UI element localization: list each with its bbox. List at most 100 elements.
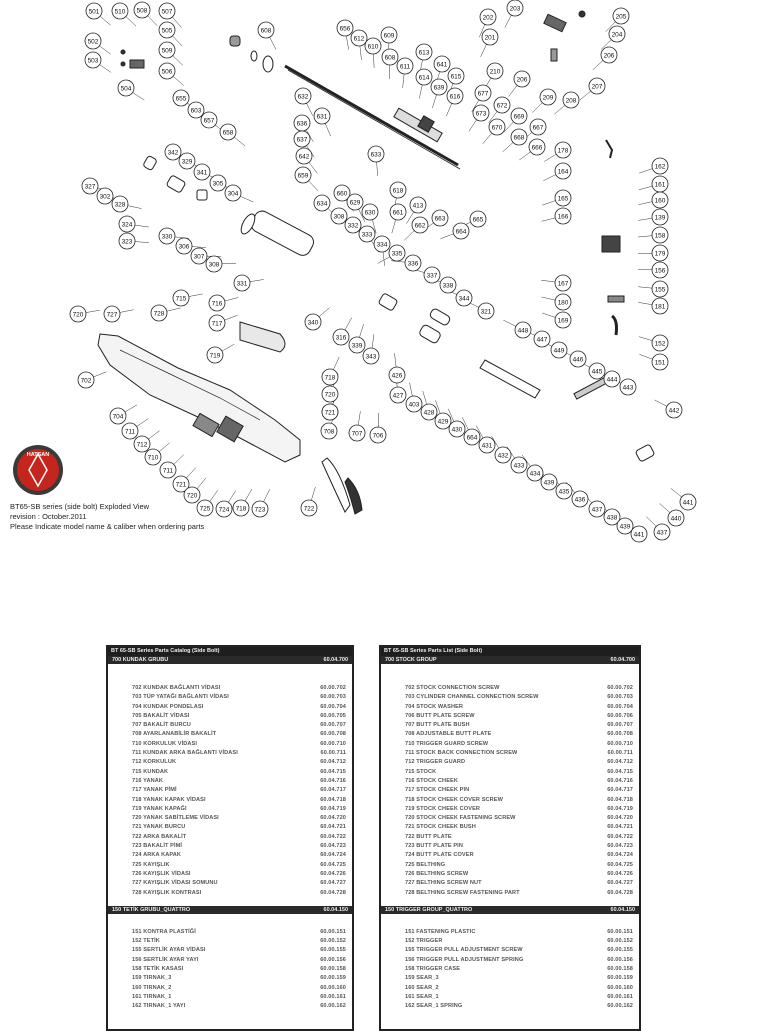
part-code: 60.00.711 [317, 749, 346, 758]
callout-number: 677 [478, 90, 489, 97]
callout-302: 302 [97, 188, 113, 204]
callout-number: 663 [435, 215, 446, 222]
part-code: 60.00.160 [316, 984, 346, 993]
leader-line [432, 95, 436, 108]
callout-305: 305 [210, 175, 226, 191]
callout-308: 308 [331, 208, 347, 224]
leader-line [345, 318, 352, 330]
callout-number: 324 [122, 221, 133, 228]
callout-number: 704 [113, 413, 124, 420]
callout-506: 506 [159, 63, 175, 79]
callout-number: 670 [492, 124, 503, 131]
stock-part [98, 322, 300, 462]
callout-number: 343 [366, 353, 377, 360]
table-title: BT 65-SB Series Parts List (Side Bolt) [381, 647, 639, 656]
diagram-caption: BT65-SB series (side bolt) Exploded View… [10, 502, 310, 532]
callout-152: 152 [652, 335, 668, 351]
callout-203: 203 [507, 0, 523, 16]
callout-number: 442 [669, 407, 680, 414]
callout-503: 503 [85, 52, 101, 68]
group-name: 150 TETİK GRUBU_QUATTRO [112, 906, 190, 914]
callout-430: 430 [449, 421, 465, 437]
part-name: 156 TRIGGER PULL ADJUSTMENT SPRING [405, 956, 523, 965]
callout-501: 501 [86, 3, 102, 19]
callout-number: 327 [85, 183, 96, 190]
leader-line [135, 242, 149, 243]
leader-line [100, 16, 111, 25]
leader-line [148, 16, 158, 26]
leader-line [532, 103, 542, 113]
caption-title: BT65-SB series (side bolt) Exploded View [10, 502, 310, 512]
callout-number: 323 [122, 238, 133, 245]
part-code: 60.04.726 [603, 870, 633, 879]
leader-line [264, 489, 270, 502]
part-name: 716 STOCK CHEEK [405, 777, 458, 786]
leader-line [346, 36, 348, 50]
part-code: 60.04.721 [316, 823, 346, 832]
leader-line [225, 298, 239, 301]
callout-number: 161 [655, 181, 666, 188]
part-name: 728 KAYIŞLIK KONTRASI [132, 889, 201, 898]
callout-704: 704 [110, 408, 126, 424]
leader-line [542, 201, 555, 206]
leader-line [240, 196, 253, 202]
callout-number: 160 [655, 197, 666, 204]
callout-658: 658 [220, 124, 236, 140]
group-name: 150 TRIGGER GROUP_QUATTRO [385, 906, 472, 914]
callout-number: 656 [340, 25, 351, 32]
callout-number: 506 [162, 68, 173, 75]
callout-677: 677 [475, 85, 491, 101]
part-name: 155 SERTLİK AYAR VİDASI [132, 946, 206, 955]
part-code: 60.04.724 [316, 851, 346, 860]
callout-number: 307 [194, 253, 205, 260]
part-name: 725 BELTHING [405, 861, 445, 870]
callout-720: 720 [322, 386, 338, 402]
callout-167: 167 [555, 275, 571, 291]
callout-number: 637 [297, 136, 308, 143]
callout-180: 180 [555, 294, 571, 310]
callout-number: 321 [481, 308, 492, 315]
part-code: 60.04.727 [316, 879, 346, 888]
leader-line [481, 44, 487, 57]
part-code: 60.04.719 [316, 805, 346, 814]
part-code: 60.00.161 [316, 993, 346, 1002]
callout-number: 209 [543, 94, 554, 101]
side-bolt-part [480, 360, 655, 462]
leader-line [423, 391, 427, 404]
part-code: 60.00.708 [603, 730, 633, 739]
group-header: 700 KUNDAK GRUBU 60.04.700 [108, 656, 352, 664]
callout-343: 343 [363, 348, 379, 364]
part-name: 710 KORKULUK VİDASI [132, 740, 197, 749]
leader-line [593, 60, 603, 69]
callout-445: 445 [589, 363, 605, 379]
part-name: 707 BUTT PLATE BUSH [405, 721, 470, 730]
part-code: 60.04.712 [603, 758, 633, 767]
callout-206: 206 [514, 71, 530, 87]
part-code: 60.04.723 [316, 842, 346, 851]
callout-number: 630 [365, 209, 376, 216]
callout-number: 335 [392, 250, 403, 257]
callout-668: 668 [511, 129, 527, 145]
leader-line [358, 411, 360, 425]
leader-line [100, 65, 112, 73]
leader-line [440, 234, 453, 239]
callout-169: 169 [555, 312, 571, 328]
callout-number: 169 [558, 317, 569, 324]
callout-429: 429 [435, 413, 451, 429]
part-name: 718 STOCK CHEEK COVER SCREW [405, 796, 503, 805]
callout-435: 435 [556, 483, 572, 499]
part-code: 60.04.725 [603, 861, 633, 870]
callout-630: 630 [362, 204, 378, 220]
part-code: 60.00.703 [316, 693, 346, 702]
leader-line [133, 92, 145, 100]
part-name: 723 BUTT PLATE PIN [405, 842, 463, 851]
part-name: 162 TIRNAK_1 YAYI [132, 1002, 185, 1011]
callout-634: 634 [314, 195, 330, 211]
